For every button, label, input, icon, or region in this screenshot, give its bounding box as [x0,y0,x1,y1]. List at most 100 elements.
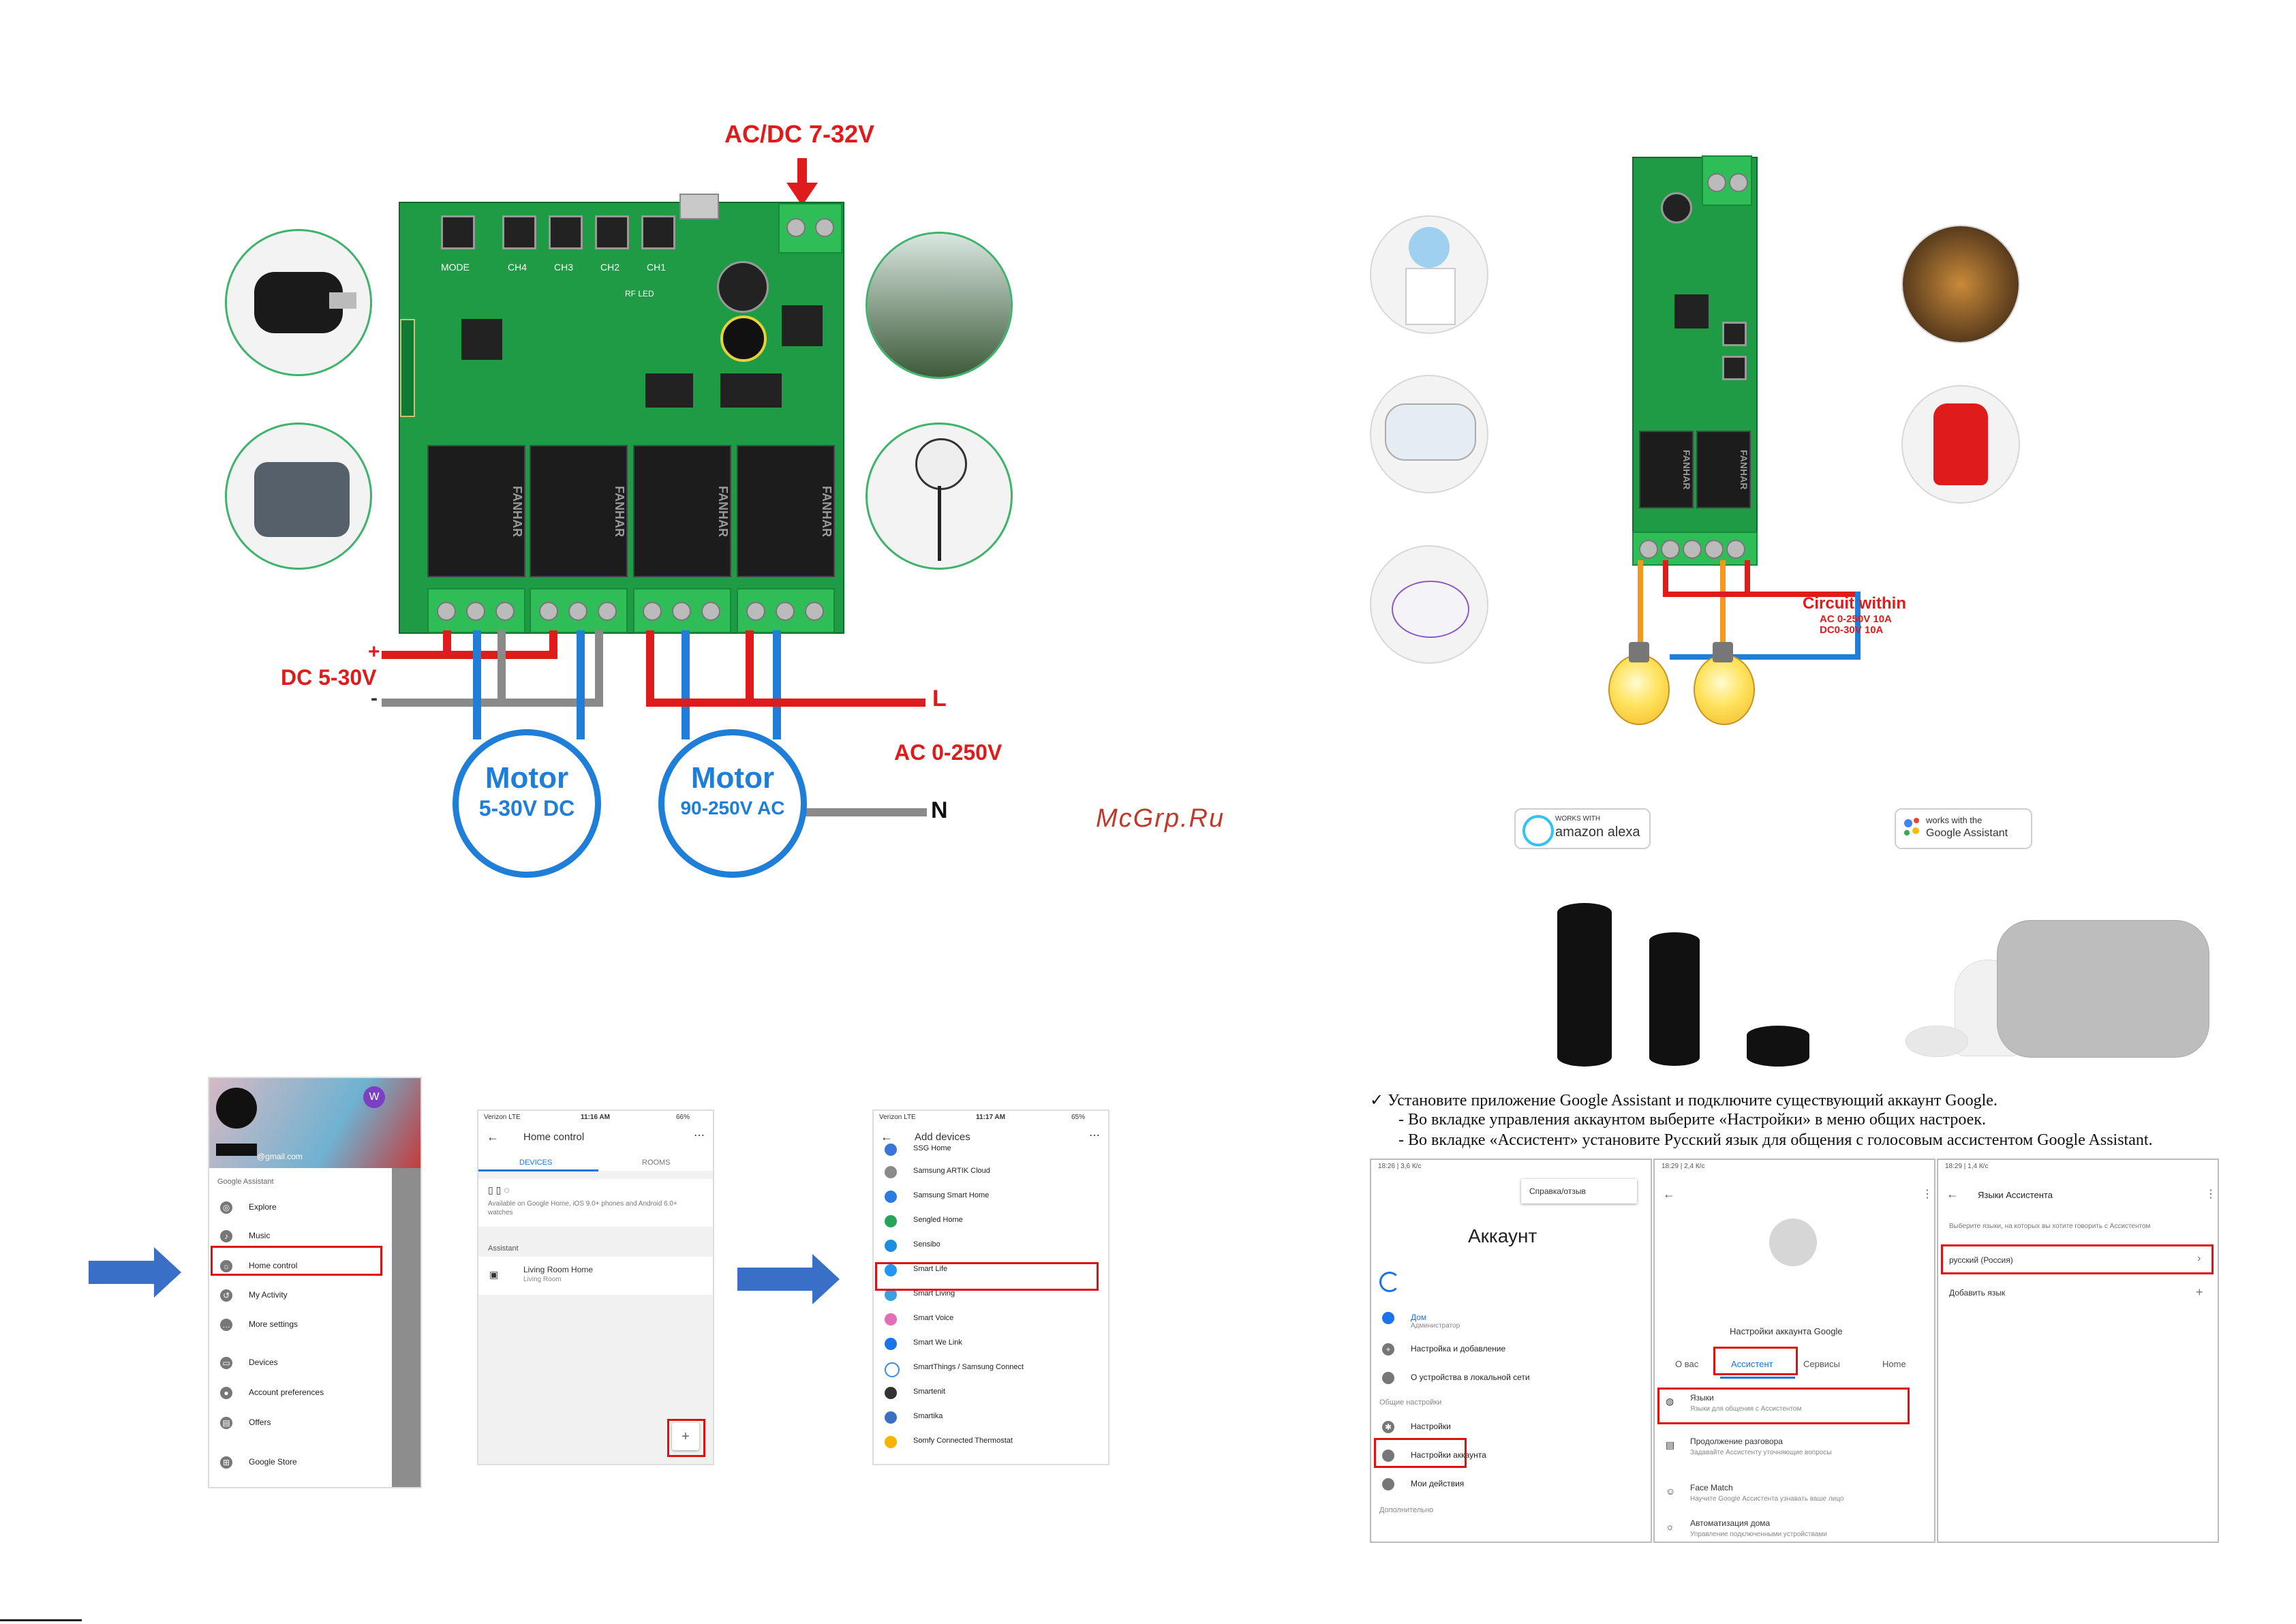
home-icon: ▣ [489,1269,499,1280]
menu-account-settings[interactable]: Настройки аккаунта [1371,1443,1651,1472]
menu-settings[interactable]: ✱Настройки [1371,1415,1651,1443]
wire-dc-minus [382,699,603,707]
lightbulb-icon: ☼ [220,1260,232,1272]
selected-language[interactable]: русский (Россия) [1949,1255,2013,1265]
home-automation-title[interactable]: Автоматизация дома [1690,1518,1771,1528]
menu-item-explore[interactable]: ◎Explore [209,1195,420,1220]
tab-services[interactable]: Сервисы [1803,1359,1840,1369]
overflow-menu-icon[interactable]: ⋯ [694,1130,705,1142]
acdc-label: AC/DC 7-32V [724,120,875,148]
ac-motor-photo [225,423,372,570]
help-feedback-menu[interactable]: Справка/отзыв [1521,1179,1637,1204]
avatar-letter[interactable]: W [363,1086,385,1108]
ch1-button-icon [641,215,675,249]
google-account-settings[interactable]: Настройки аккаунта Google [1730,1326,1843,1336]
google-dot-icon [1904,830,1910,836]
provider-smart-voice[interactable]: Smart Voice [874,1307,1108,1332]
menu-item-music[interactable]: ♪Music [209,1224,420,1248]
relay-board-2ch: FANHAR FANHAR [1632,155,1758,534]
face-match-title[interactable]: Face Match [1690,1483,1733,1492]
provider-icon [885,1313,897,1326]
pcb-label-ch1: CH1 [647,262,667,273]
google-dot-icon [1912,827,1919,834]
menu-item-account-preferences[interactable]: ●Account preferences [209,1381,420,1405]
tab-assistant[interactable]: Ассистент [1731,1359,1773,1369]
provider-icon [885,1436,897,1448]
back-arrow-icon[interactable]: ← [1663,1187,1675,1201]
provider-smart-life[interactable]: Smart Life [874,1258,1108,1283]
ch3-button-icon [549,215,583,249]
overflow-menu-icon[interactable]: ⋯ [1089,1130,1100,1142]
status-carrier: Verizon LTE [484,1114,521,1121]
bulb-base-icon [1713,642,1733,662]
motor-ac: Motor 90-250V AC [658,729,807,878]
wire-L [646,699,925,707]
tab-devices[interactable]: DEVICES [519,1159,553,1167]
tab-home[interactable]: Home [1882,1359,1906,1369]
page-title: Add devices [915,1131,970,1143]
provider-samsung-artik[interactable]: Samsung ARTIK Cloud [874,1160,1108,1184]
wire-red-h [1663,592,1861,597]
provider-sensibo[interactable]: Sensibo [874,1234,1108,1258]
menu-my-activity[interactable]: Мои действия [1371,1472,1651,1501]
watermark-text: McGrp.Ru [1096,804,1225,833]
menu-item-devices[interactable]: ▭Devices [209,1351,420,1375]
account-email: @gmail.com [257,1152,303,1161]
google-dot-icon [1914,818,1919,823]
circuit-line2: DC0-30V 10A [1820,624,1884,636]
cart-icon: ⊞ [220,1456,232,1469]
status-bar: 18:29 | 1,4 К/с [1945,1163,1989,1170]
provider-icon [885,1215,897,1227]
highlight-russian-language [1941,1244,2214,1274]
back-arrow-icon[interactable]: ← [881,1130,893,1144]
google-home-mini-icon [1905,1026,1968,1057]
back-arrow-icon[interactable]: ← [1946,1187,1959,1201]
home-automation-sub: Управление подключенными устройствами [1690,1531,1827,1538]
provider-icon [885,1362,900,1377]
google-home-max-icon [1997,920,2209,1058]
chip-icon [645,373,693,408]
menu-item-more-settings[interactable]: …More settings [209,1313,420,1337]
echo-speaker-icon [1557,903,1612,1067]
inductor-icon [782,305,823,346]
continued-conversation-title[interactable]: Продолжение разговора [1690,1437,1783,1446]
tab-rooms[interactable]: ROOMS [642,1159,671,1167]
overflow-menu-icon[interactable]: ⋮ [2205,1189,2216,1200]
add-language[interactable]: Добавить язык [1949,1288,2006,1298]
chip-icon [1674,294,1709,328]
provider-smart-living[interactable]: Smart Living [874,1283,1108,1307]
add-device-button[interactable]: + [672,1423,699,1450]
menu-item-home-control[interactable]: ☼Home control [209,1254,420,1278]
languages-title[interactable]: Языки [1690,1393,1714,1403]
overflow-menu-icon[interactable]: ⋮ [1922,1189,1933,1200]
provider-smartenit[interactable]: Smartenit [874,1381,1108,1405]
chip-icon [461,319,502,360]
back-arrow-icon[interactable]: ← [487,1130,499,1144]
activity-icon [1382,1478,1394,1490]
provider-ssg-home[interactable]: SSG Home [874,1141,1108,1159]
wire-blue-h [1670,654,1861,660]
terminal-block-3 [633,588,731,633]
tab-about-you[interactable]: О вас [1675,1359,1699,1369]
provider-somfy[interactable]: Somfy Connected Thermostat [874,1430,1108,1454]
mode-button-icon [441,215,475,249]
status-bar: 18:26 | 3,6 К/с [1378,1163,1422,1170]
menu-home[interactable]: Дом [1371,1306,1651,1334]
phone-screen-account: 18:26 | 3,6 К/с Справка/отзыв Аккаунт До… [1370,1159,1652,1543]
instruction-line-2: - Во вкладке управления аккаунтом выбери… [1398,1111,1986,1129]
wire-gray-vert [595,630,603,705]
provider-smart-we-link[interactable]: Smart We Link [874,1332,1108,1356]
provider-smartika[interactable]: Smartika [874,1405,1108,1430]
menu-item-offers[interactable]: ▤Offers [209,1411,420,1435]
device-row[interactable] [478,1257,713,1295]
add-icon[interactable]: + [2196,1285,2203,1299]
menu-setup[interactable]: +Настройка и добавление [1371,1337,1651,1366]
water-heater-photo [1370,375,1488,493]
provider-samsung-smart-home[interactable]: Samsung Smart Home [874,1184,1108,1209]
menu-item-google-store[interactable]: ⊞Google Store [209,1450,420,1475]
menu-local-devices[interactable]: О устройства в локальной сети [1371,1366,1651,1394]
provider-smartthings[interactable]: SmartThings / Samsung Connect [874,1356,1108,1381]
menu-item-my-activity[interactable]: ↺My Activity [209,1283,420,1308]
provider-sengled[interactable]: Sengled Home [874,1209,1108,1234]
echo-dot-icon [1747,1026,1809,1067]
